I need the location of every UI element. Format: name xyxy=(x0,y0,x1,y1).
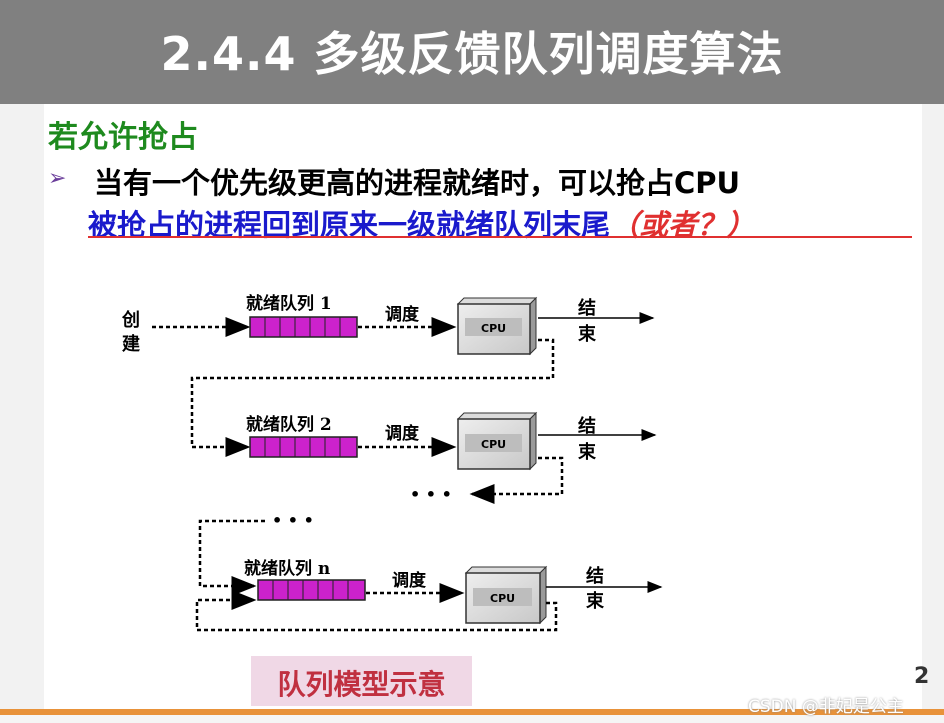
caption-box xyxy=(251,656,472,706)
end-label-1b: 束 xyxy=(578,323,597,345)
queue-bar-2 xyxy=(249,436,358,458)
queue-row-1: 就绪队列 1 调度 CPU 结 束 xyxy=(190,293,655,457)
note-underline xyxy=(88,236,912,238)
cpu-label-2: CPU xyxy=(481,438,506,451)
demote-path-2 xyxy=(469,456,564,504)
end-label-na: 结 xyxy=(586,565,604,587)
ellipsis-1: • • • xyxy=(410,485,452,504)
queue-label-2: 就绪队列 2 xyxy=(246,414,332,435)
cpu-box-2 xyxy=(456,411,538,471)
cpu-label-1: CPU xyxy=(481,322,506,335)
ellipsis-2: • • • xyxy=(272,511,314,530)
title-bar xyxy=(0,0,944,104)
diagram-caption: 队列模型示意 xyxy=(277,668,446,701)
end-label-nb: 束 xyxy=(586,590,605,612)
queue-row-2: 就绪队列 2 调度 CPU 结 束 • • • xyxy=(246,411,657,504)
dispatch-label-2: 调度 xyxy=(385,423,420,444)
section-heading: 若允许抢占 xyxy=(48,120,198,155)
queue-row-n: • • • 就绪队列 n 调度 CPU 结 束 xyxy=(195,511,663,632)
dispatch-label-n: 调度 xyxy=(392,570,427,591)
end-label-2b: 束 xyxy=(578,441,597,463)
watermark: CSDN @非妃是公主 xyxy=(748,697,904,717)
end-label-2a: 结 xyxy=(578,415,596,437)
create-label-1: 创 xyxy=(121,309,140,331)
requeue-path-n xyxy=(195,590,558,632)
demote-path-1 xyxy=(190,338,555,457)
queue-bar-n xyxy=(257,579,366,601)
queue-label-n: 就绪队列 n xyxy=(244,558,330,579)
bullet-text: 当有一个优先级更高的进程就绪时，可以抢占CPU xyxy=(94,166,741,200)
end-label-1a: 结 xyxy=(578,297,596,319)
right-margin-strip xyxy=(922,104,944,709)
create-label-2: 建 xyxy=(122,333,140,355)
cpu-box-n xyxy=(464,565,548,625)
slide-title: 2.4.4 多级反馈队列调度算法 xyxy=(160,27,784,81)
dispatch-label-1: 调度 xyxy=(385,304,420,325)
bullet-arrow-icon: ➢ xyxy=(48,166,67,191)
page-number: 2 xyxy=(914,664,930,689)
left-margin-strip xyxy=(0,104,44,709)
bottom-footer-strip xyxy=(0,715,944,723)
cpu-label-n: CPU xyxy=(490,592,515,605)
queue-label-1: 就绪队列 1 xyxy=(246,293,332,314)
cpu-box-1 xyxy=(456,296,538,356)
entry-path-n xyxy=(198,519,265,596)
queue-bar-1 xyxy=(249,316,358,338)
bottom-accent-bar xyxy=(0,709,944,715)
